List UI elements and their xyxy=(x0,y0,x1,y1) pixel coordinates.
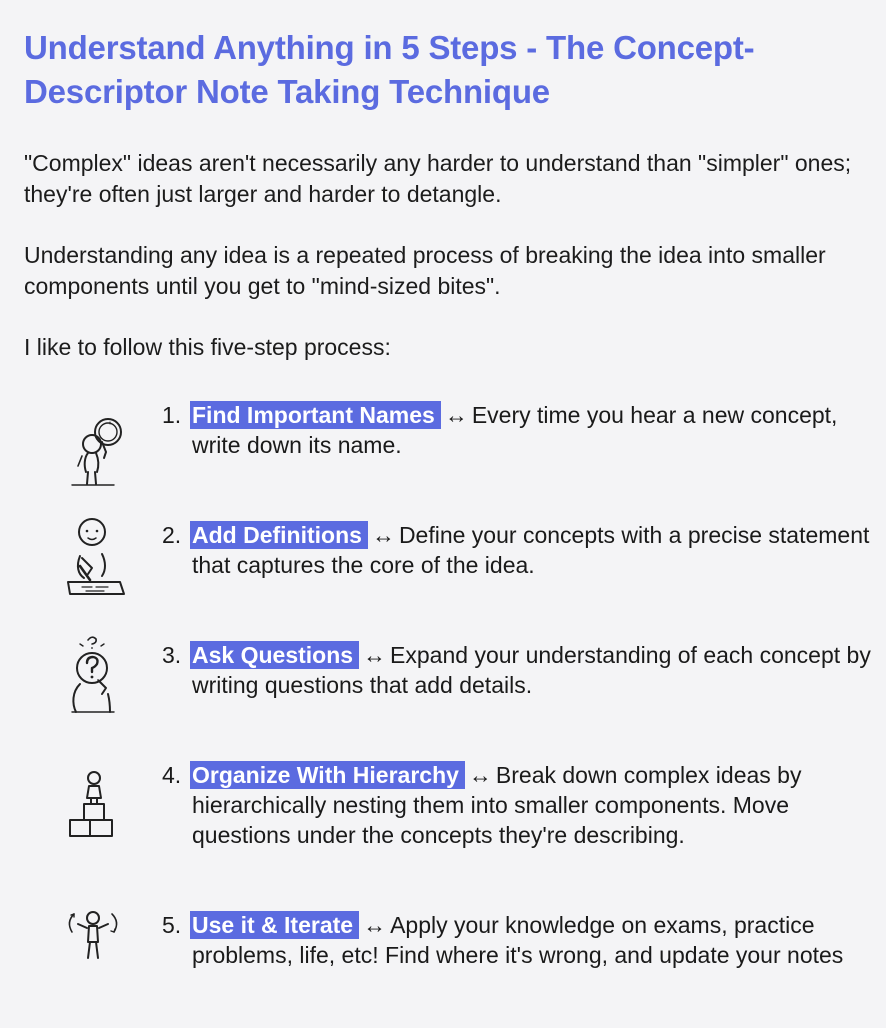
intro-paragraph-3: I like to follow this five-step process: xyxy=(24,334,391,360)
step-number: 1. xyxy=(162,402,182,428)
step-number: 4. xyxy=(162,762,182,788)
step-text: Ask Questions↔Expand your understanding … xyxy=(190,640,872,700)
bidirectional-arrow-icon: ↔ xyxy=(468,762,492,788)
step-description: Apply your knowledge on exams, practice … xyxy=(192,912,844,968)
step-text: Find Important Names↔Every time you hear… xyxy=(190,400,872,460)
magnifying-glass-person-icon xyxy=(58,406,128,486)
step-number: 3. xyxy=(162,642,182,668)
step-description: Every time you hear a new concept, write… xyxy=(192,402,838,458)
step-name-highlight: Find Important Names xyxy=(190,401,441,429)
step-name-highlight: Use it & Iterate xyxy=(190,911,360,939)
writing-person-icon xyxy=(58,516,128,596)
bidirectional-arrow-icon: ↔ xyxy=(371,522,395,548)
bidirectional-arrow-icon: ↔ xyxy=(363,912,387,938)
step-description: Expand your understanding of each concep… xyxy=(192,642,871,698)
intro-paragraph-1: "Complex" ideas aren't necessarily any h… xyxy=(24,150,852,207)
step-name-highlight: Organize With Hierarchy xyxy=(190,761,465,789)
iterate-arrows-person-icon xyxy=(58,902,128,982)
bidirectional-arrow-icon: ↔ xyxy=(363,642,387,668)
step-description: Define your concepts with a precise stat… xyxy=(192,522,870,578)
page-title: Understand Anything in 5 Steps - The Con… xyxy=(24,29,755,110)
step-text: Organize With Hierarchy↔Break down compl… xyxy=(190,760,872,850)
step-text: Use it & Iterate↔Apply your knowledge on… xyxy=(190,910,872,970)
thinking-question-person-icon xyxy=(58,634,128,714)
step-text: Add Definitions↔Define your concepts wit… xyxy=(190,520,872,580)
step-name-highlight: Ask Questions xyxy=(190,641,360,669)
step-description: Break down complex ideas by hierarchical… xyxy=(192,762,802,848)
bidirectional-arrow-icon: ↔ xyxy=(444,402,468,428)
step-number: 5. xyxy=(162,912,182,938)
step-name-highlight: Add Definitions xyxy=(190,521,368,549)
intro-paragraph-2: Understanding any idea is a repeated pro… xyxy=(24,242,826,299)
stacked-blocks-person-icon xyxy=(58,768,128,848)
step-number: 2. xyxy=(162,522,182,548)
